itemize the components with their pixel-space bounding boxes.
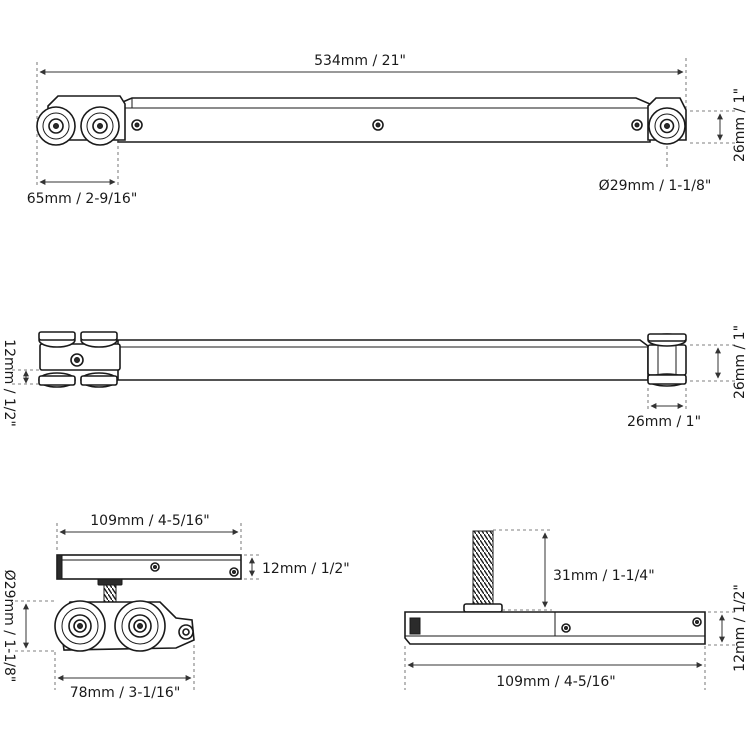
- br-plate-thickness-label: 12mm / 1/2": [732, 584, 748, 672]
- bl-bolt: [97, 578, 123, 604]
- top-length-label: 534mm / 21": [314, 53, 406, 69]
- br-bolt-height-label: 31mm / 1-1/4": [553, 568, 655, 584]
- middle-rail-bar: [117, 339, 649, 381]
- middle-right-carriage: [647, 333, 687, 387]
- top-wheel-diameter-label: Ø29mm / 1-1/8": [599, 178, 712, 194]
- mid-width-label: 26mm / 1": [627, 414, 701, 430]
- middle-left-carriage: [38, 331, 121, 388]
- br-plate-length-label: 109mm / 4-5/16": [496, 674, 615, 690]
- br-mounting-plate: [404, 611, 706, 645]
- top-wheel-spacing-label: 65mm / 2-9/16": [27, 191, 138, 207]
- bl-mounting-plate: [56, 554, 242, 580]
- bl-plate-length-label: 109mm / 4-5/16": [90, 513, 209, 529]
- top-left-carriage: [36, 95, 126, 146]
- mid-height-label: 26mm / 1": [732, 325, 748, 399]
- top-view: 534mm / 21": [27, 53, 748, 207]
- bl-carriage-length-label: 78mm / 3-1/16": [70, 685, 181, 701]
- top-rail-bar: [117, 97, 651, 143]
- bottom-right-view: 31mm / 1-1/4" 12mm / 1/2" 109mm / 4-5/16…: [404, 529, 748, 690]
- top-height-label: 26mm / 1": [732, 88, 748, 162]
- bottom-left-view: 109mm / 4-5/16" 12mm / 1/2": [1, 513, 350, 701]
- br-bolt: [463, 530, 503, 613]
- bl-plate-thickness-label: 12mm / 1/2": [262, 561, 350, 577]
- bl-carriage: [54, 600, 195, 652]
- mid-gap-label: 12mm / 1/2": [1, 339, 17, 427]
- top-right-carriage: [647, 97, 687, 145]
- bl-wheel-diameter-label: Ø29mm / 1-1/8": [1, 570, 17, 683]
- middle-view: 12mm / 1/2" 26mm / 1" 26mm / 1": [1, 325, 748, 430]
